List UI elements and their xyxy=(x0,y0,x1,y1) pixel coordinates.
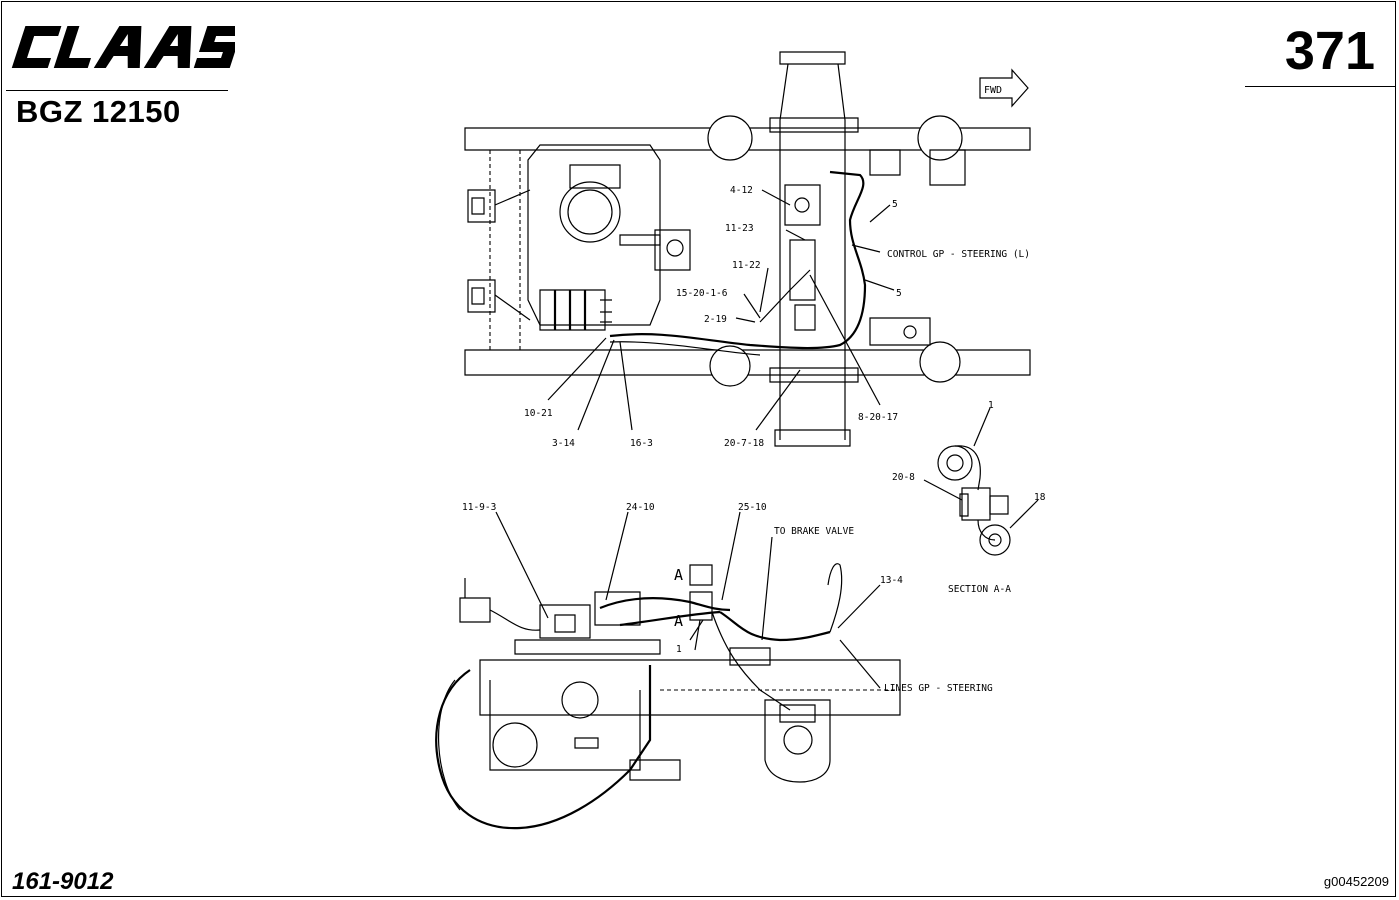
lines-group-label: LINES GP - STEERING xyxy=(884,683,993,694)
document-number: 161-9012 xyxy=(12,868,114,895)
header-rule-left xyxy=(6,90,228,91)
brake-valve-label: TO BRAKE VALVE xyxy=(774,526,854,537)
label-20-7-18: 20-7-18 xyxy=(724,438,764,449)
label-control-group: CONTROL GP - STEERING (L) xyxy=(887,249,1030,260)
side-view: A A 11-9-3 24-10 25-10 13-4 1 TO BRAKE V… xyxy=(435,502,993,830)
label-8-20-17: 8-20-17 xyxy=(858,412,898,423)
section-label-20-8: 20-8 xyxy=(892,472,915,483)
top-view: FWD 4-12 11-23 11-22 15-20-1-6 2-19 10-2… xyxy=(464,51,1031,449)
label-16-3: 16-3 xyxy=(630,438,653,449)
header-rule-right xyxy=(1245,86,1395,87)
model-number: BGZ 12150 xyxy=(16,94,181,129)
section-title: SECTION A-A xyxy=(948,584,1011,595)
side-label-13-4: 13-4 xyxy=(880,575,903,586)
side-label-25-10: 25-10 xyxy=(738,502,767,513)
label-11-23: 11-23 xyxy=(725,223,754,234)
label-15-20-1-6: 15-20-1-6 xyxy=(676,288,728,299)
label-5-lower: 5 xyxy=(896,288,902,299)
label-3-14: 3-14 xyxy=(552,438,575,449)
fwd-label: FWD xyxy=(984,85,1002,96)
page-number: 371 xyxy=(1284,21,1375,81)
claas-logo xyxy=(11,26,235,68)
section-label-18: 18 xyxy=(1034,492,1046,503)
label-5-upper: 5 xyxy=(892,199,898,210)
side-label-24-10: 24-10 xyxy=(626,502,655,513)
label-11-22: 11-22 xyxy=(732,260,761,271)
side-label-11-9-3: 11-9-3 xyxy=(462,502,496,513)
label-2-19: 2-19 xyxy=(704,314,727,325)
label-10-21: 10-21 xyxy=(524,408,553,419)
section-mark-a-upper: A xyxy=(674,566,683,584)
side-label-1: 1 xyxy=(676,644,682,655)
image-code: g00452209 xyxy=(1323,874,1389,889)
section-a-a-view: 1 20-8 18 SECTION A-A xyxy=(892,400,1046,595)
section-mark-a-lower: A xyxy=(674,612,683,630)
label-4-12: 4-12 xyxy=(730,185,753,196)
section-label-1: 1 xyxy=(988,400,994,411)
